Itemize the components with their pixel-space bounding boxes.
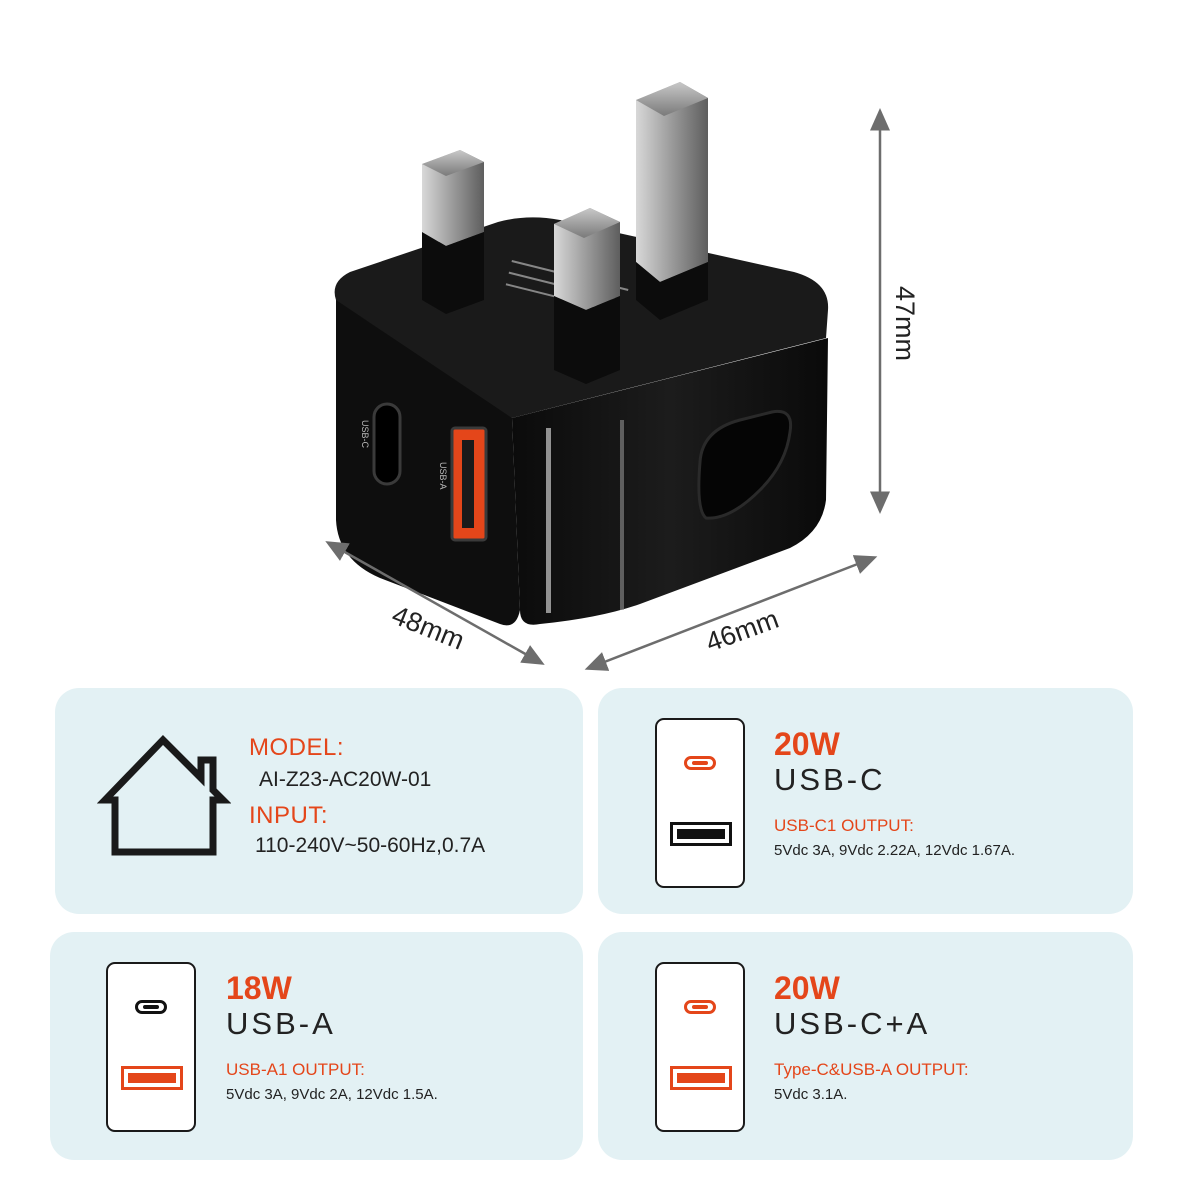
neutral-prong [554,208,620,384]
output-label: Type-C&USB-A OUTPUT: [774,1060,969,1079]
port-diagram [655,962,745,1132]
output-label: USB-C1 OUTPUT: [774,816,914,835]
usb-c-output-card: 20W USB-C USB-C1 OUTPUT: 5Vdc 3A, 9Vdc 2… [598,688,1133,914]
usb-a-port-label: USB-A [438,462,448,490]
charger-side-face [512,338,828,625]
usb-a-port-icon [670,1066,732,1090]
input-value: 110-240V~50-60Hz,0.7A [255,834,486,857]
port-type: USB-A [226,1006,336,1041]
port-type: USB-C+A [774,1006,931,1041]
model-value: AI-Z23-AC20W-01 [259,768,432,791]
usb-c-port-icon [684,756,716,770]
usb-a-port-icon [670,822,732,846]
output-label: USB-A1 OUTPUT: [226,1060,365,1079]
earth-prong [636,82,708,320]
house-icon [97,735,231,856]
usb-a-output-card: 18W USB-A USB-A1 OUTPUT: 5Vdc 3A, 9Vdc 2… [50,932,583,1160]
wattage: 20W [774,726,840,762]
model-label: MODEL: [249,734,345,761]
output-value: 5Vdc 3A, 9Vdc 2.22A, 12Vdc 1.67A. [774,842,1015,859]
usb-c-a-output-card: 20W USB-C+A Type-C&USB-A OUTPUT: 5Vdc 3.… [598,932,1133,1160]
live-prong [422,150,484,314]
model-spec-card: MODEL: AI-Z23-AC20W-01 INPUT: 110-240V~5… [55,688,583,914]
usb-a-port-icon [121,1066,183,1090]
height-label: 47mm [890,286,920,361]
output-value: 5Vdc 3A, 9Vdc 2A, 12Vdc 1.5A. [226,1086,438,1103]
output-value: 5Vdc 3.1A. [774,1086,848,1103]
highlight-stripe [546,428,551,613]
depth-arrow [584,555,878,671]
charger-illustration: USB-C USB-A 47mm 48mm 46mm [325,82,920,671]
wattage: 18W [226,970,292,1006]
width-arrow [325,541,545,665]
usb-c-port-icon [684,1000,716,1014]
usb-c-port-label: USB-C [360,420,370,449]
usb-c-port [372,402,402,486]
input-label: INPUT: [249,802,329,829]
highlight-stripe [620,420,624,610]
width-label: 48mm [388,600,469,656]
wattage: 20W [774,970,840,1006]
side-grip-recess [697,409,793,520]
port-diagram [106,962,196,1132]
usb-c-port-icon [135,1000,167,1014]
depth-label: 46mm [702,604,783,658]
port-type: USB-C [774,762,886,797]
port-diagram [655,718,745,888]
